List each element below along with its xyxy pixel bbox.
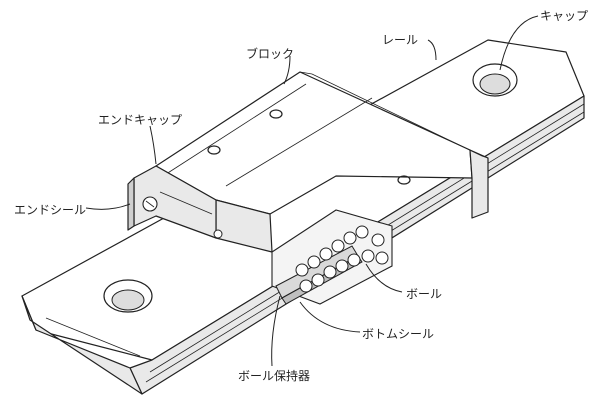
- block-screw-hole: [207, 145, 221, 155]
- ball: [347, 253, 361, 267]
- block-right-face: [469, 149, 489, 219]
- ball: [335, 259, 349, 273]
- ball: [371, 233, 385, 247]
- rail-end-face: [21, 295, 143, 395]
- leader-bottom-seal: [299, 301, 361, 333]
- block-top-ridge: [159, 83, 307, 179]
- ball: [343, 231, 357, 245]
- end-cap: [127, 165, 223, 239]
- ball: [331, 239, 345, 253]
- ball: [307, 255, 321, 269]
- block-screw-hole: [269, 109, 283, 119]
- leader-ball: [365, 263, 403, 293]
- leader-end-cap: [149, 125, 157, 165]
- ball: [311, 273, 325, 287]
- block-top-ridge-2: [225, 97, 373, 187]
- label-end-seal: エンドシール: [14, 203, 86, 217]
- label-ball-retainer: ボール保持器: [238, 368, 310, 383]
- grease-nipple-slot: [145, 200, 155, 208]
- ball: [375, 251, 389, 265]
- end-seal-face: [127, 177, 135, 231]
- ball: [319, 247, 333, 261]
- ball: [295, 263, 309, 277]
- ball: [355, 225, 369, 239]
- ball: [323, 265, 337, 279]
- end-cap-line: [159, 191, 213, 215]
- label-end-cap: エンドキャップ: [98, 113, 182, 127]
- rail-hole-left: [103, 279, 153, 313]
- block: [155, 71, 489, 253]
- leader-block: [283, 55, 291, 85]
- ball: [361, 249, 375, 263]
- rail-hole-right: [472, 63, 518, 97]
- leader-end-seal: [85, 203, 131, 210]
- label-block: ブロック: [246, 46, 294, 61]
- label-bottom-seal: ボトムシール: [362, 327, 434, 341]
- leader-ball-retainer: [271, 295, 281, 367]
- end-cap-screw: [213, 229, 223, 239]
- ball: [299, 279, 313, 293]
- block-top-edge: [299, 71, 489, 159]
- rail-groove-line: [45, 317, 141, 357]
- cutaway: [271, 209, 393, 305]
- leader-cap: [499, 15, 539, 71]
- label-ball: ボール: [406, 287, 442, 301]
- label-cap: キャップ: [540, 9, 588, 23]
- label-rail: レール: [382, 33, 418, 47]
- leader-rail: [427, 39, 437, 61]
- block-screw-hole: [397, 175, 411, 185]
